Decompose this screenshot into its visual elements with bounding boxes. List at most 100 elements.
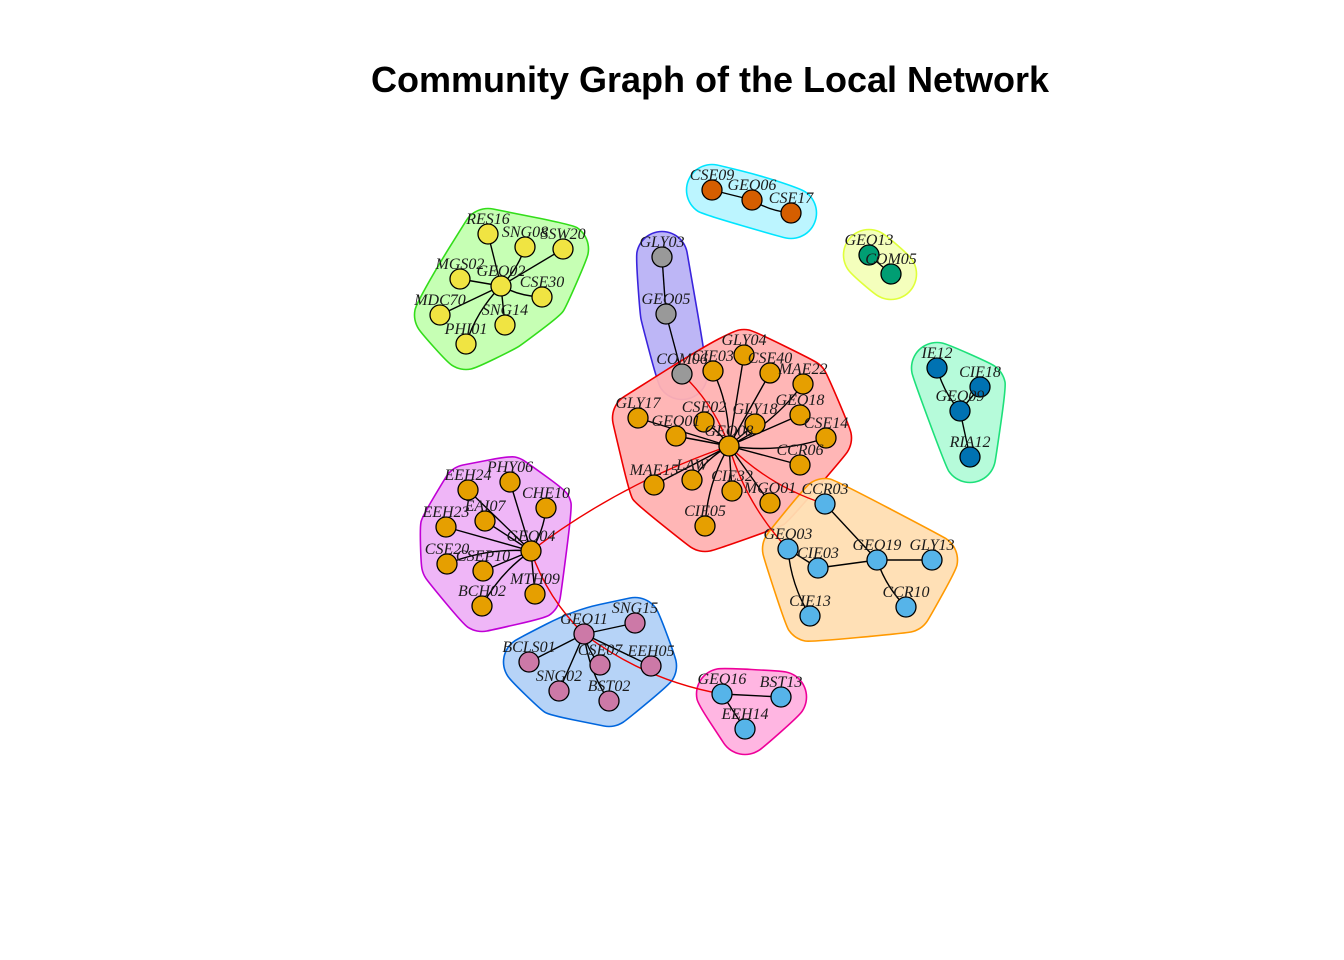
node-label-geo13: GEO13 (845, 232, 894, 249)
node-label-gly13: GLY13 (909, 537, 954, 554)
node-labels: CSE09GEO06CSE17GEO13COM05RES16SNG08SSW20… (413, 167, 1001, 723)
node-sng15 (624, 612, 646, 634)
node-label-cie18: CIE18 (959, 364, 1001, 381)
node-csep10 (472, 560, 494, 582)
node-law (681, 469, 703, 491)
node-sng14 (494, 314, 516, 336)
node-label-sng08: SNG08 (502, 224, 548, 241)
node-sng08 (514, 236, 536, 258)
node-phi01 (455, 333, 477, 355)
node-res16 (477, 223, 499, 245)
node-bch02 (471, 595, 493, 617)
node-label-geo03: GEO03 (764, 526, 813, 543)
edge-GEO02-MDC70 (439, 285, 502, 316)
node-cse20 (436, 553, 458, 575)
node-mae22 (792, 373, 814, 395)
edge-GEO02-SSW20 (500, 248, 564, 287)
node-label-cie03b: CIE03 (797, 545, 839, 562)
node-label-bch02: BCH02 (458, 583, 506, 600)
node-ssw20 (552, 238, 574, 260)
node-cse30 (531, 286, 553, 308)
node-label-cse07: CSE07 (578, 642, 623, 659)
node-label-ccr10: CCR10 (882, 584, 929, 601)
node-label-ccr06: CCR06 (776, 442, 823, 459)
node-label-geo19: GEO19 (853, 537, 902, 554)
node-geo03 (777, 538, 799, 560)
node-geo06 (741, 189, 763, 211)
node-ria12 (959, 446, 981, 468)
node-label-geo02: GEO02 (477, 263, 526, 280)
node-label-sng15: SNG15 (612, 600, 658, 617)
edge-GEO11-EEH05 (583, 633, 652, 667)
node-bst02 (598, 690, 620, 712)
node-label-geo11: GEO11 (560, 611, 608, 628)
node-com05 (880, 263, 902, 285)
edge-GEO08-CCR06 (728, 445, 801, 466)
node-ie12 (926, 357, 948, 379)
node-geo02 (490, 275, 512, 297)
node-label-eeh23: EEH23 (421, 504, 469, 521)
node-com06 (671, 363, 693, 385)
node-che10 (535, 497, 557, 519)
graph-title: Community Graph of the Local Network (371, 59, 1050, 100)
node-cse02 (693, 411, 715, 433)
node-label-geo04: GEO04 (507, 528, 556, 545)
node-bst13 (770, 686, 792, 708)
node-label-geo09: GEO09 (936, 388, 985, 405)
node-label-cse09: CSE09 (690, 167, 734, 184)
edge-GEO08-CSE40 (728, 372, 771, 447)
node-cse14 (815, 427, 837, 449)
node-geo18 (789, 404, 811, 426)
node-label-cie13: CIE13 (789, 593, 831, 610)
node-eeh23 (435, 516, 457, 538)
node-label-gly04: GLY04 (721, 332, 766, 349)
node-geo09 (949, 400, 971, 422)
node-label-cie03a: CIE03 (692, 348, 734, 365)
node-cse07 (589, 654, 611, 676)
node-eeh14 (734, 718, 756, 740)
node-label-eeh14: EEH14 (720, 706, 768, 723)
node-label-com05: COM05 (865, 251, 917, 268)
node-cse09 (701, 179, 723, 201)
edge-GEO08-GEO04 (530, 445, 730, 552)
node-label-sng14: SNG14 (482, 302, 528, 319)
node-eeh05 (640, 655, 662, 677)
node-cie13 (799, 605, 821, 627)
node-label-mgs02: MGS02 (435, 256, 485, 273)
node-cie05 (694, 515, 716, 537)
node-cie03a (702, 360, 724, 382)
node-ccr06 (789, 454, 811, 476)
node-label-mae15: MAE15 (629, 462, 679, 479)
node-mth09 (524, 583, 546, 605)
node-label-bst02: BST02 (588, 678, 631, 695)
node-label-ssw20: SSW20 (540, 226, 585, 243)
node-label-cie32: CIE32 (711, 468, 753, 485)
node-cie18 (969, 376, 991, 398)
node-gly04 (733, 344, 755, 366)
node-gly17 (627, 407, 649, 429)
node-label-cse20: CSE20 (425, 541, 469, 558)
edge-GEO08-GEO03 (728, 445, 789, 550)
node-label-geo08: GEO08 (705, 423, 754, 440)
edge-GEO04-GEO11 (530, 550, 585, 635)
node-label-sng02: SNG02 (536, 668, 582, 685)
node-label-mgo01: MGO01 (743, 480, 796, 497)
node-label-cse02: CSE02 (682, 399, 726, 416)
node-label-cse40: CSE40 (748, 350, 792, 367)
node-label-gly18: GLY18 (732, 401, 777, 418)
node-label-eai07: EAI07 (464, 498, 507, 515)
node-cse17 (780, 202, 802, 224)
node-mgs02 (449, 268, 471, 290)
node-gly18 (744, 413, 766, 435)
node-gly03 (651, 246, 673, 268)
node-label-ie12: IE12 (920, 345, 952, 362)
node-bcls01 (518, 651, 540, 673)
node-label-phy06: PHY06 (486, 459, 533, 476)
node-geo16 (711, 683, 733, 705)
node-label-geo01: GEO01 (652, 413, 701, 430)
node-label-ria12: RIA12 (949, 434, 991, 451)
node-label-com06: COM06 (656, 351, 708, 368)
node-geo13 (858, 244, 880, 266)
node-ccr10 (895, 596, 917, 618)
